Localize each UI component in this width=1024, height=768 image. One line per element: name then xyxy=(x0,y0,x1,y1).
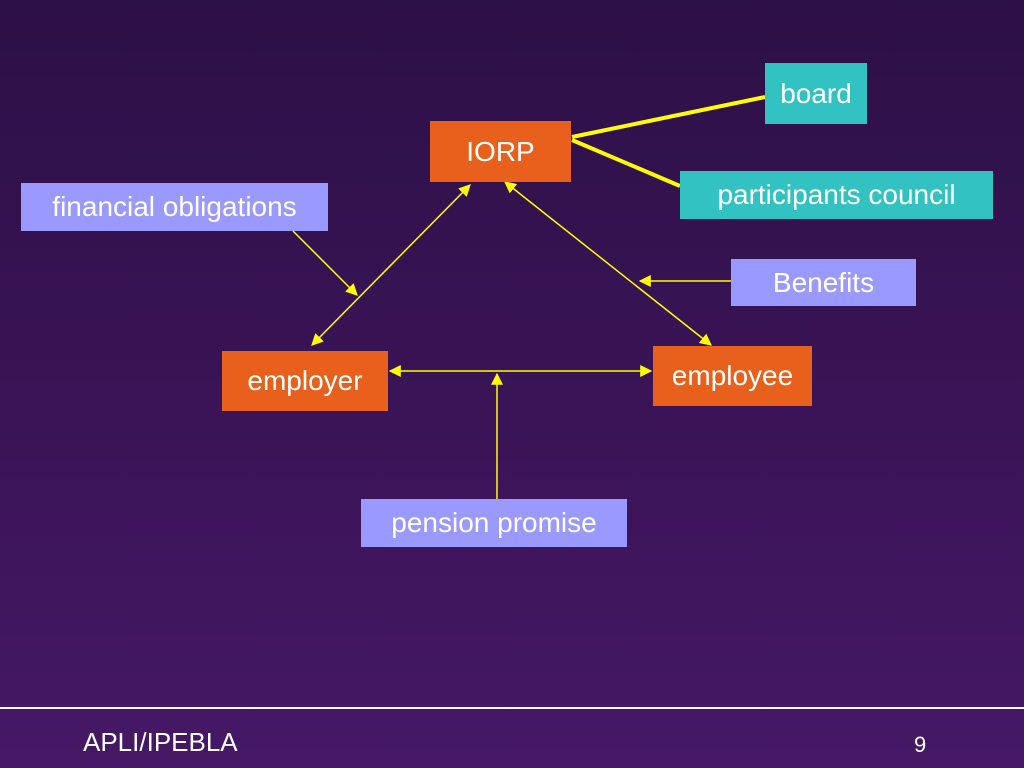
board-node: board xyxy=(765,63,867,124)
iorp-employer-arrow xyxy=(311,184,471,346)
footer-organization: APLI/IPEBLA xyxy=(83,727,238,757)
iorp-council-line xyxy=(571,138,681,188)
pension-promise-node: pension promise xyxy=(361,499,627,547)
financial-obligations-node: financial obligations xyxy=(21,183,328,231)
page-number: 9 xyxy=(914,732,927,757)
financial-obligations-arrow xyxy=(292,230,358,296)
participants-council-node: participants council xyxy=(680,171,993,219)
iorp-employee-arrow xyxy=(504,181,712,346)
iorp-node: IORP xyxy=(430,121,571,182)
employee-node: employee xyxy=(653,346,812,406)
employer-node: employer xyxy=(222,351,388,411)
benefits-node: Benefits xyxy=(731,259,916,306)
footer-divider xyxy=(0,707,1024,709)
iorp-board-line xyxy=(571,95,766,139)
